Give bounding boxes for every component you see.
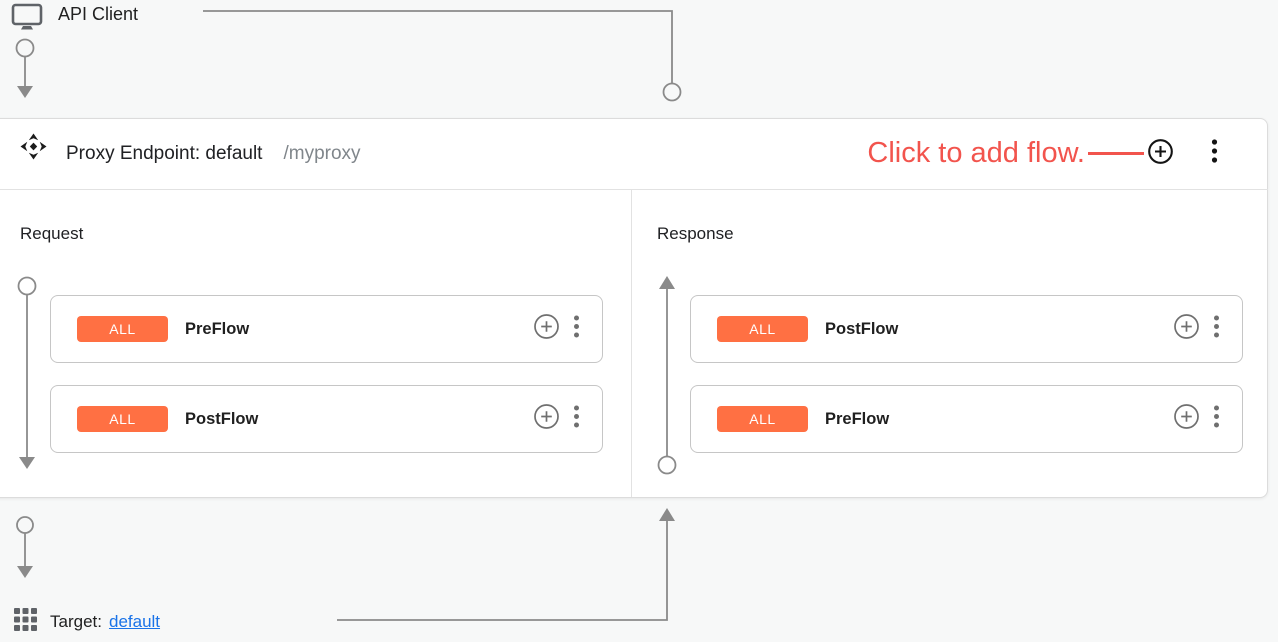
target-label: Target:	[50, 612, 102, 631]
request-response-divider	[631, 190, 632, 497]
connector-node	[16, 516, 34, 534]
header-divider	[0, 189, 1268, 190]
move-diamond-icon	[20, 133, 47, 165]
target-row: Target: default	[14, 608, 160, 636]
proxy-endpoint-path: /myproxy	[283, 142, 361, 164]
add-policy-icon[interactable]	[1173, 313, 1200, 345]
add-policy-icon[interactable]	[1173, 403, 1200, 435]
endpoint-menu-icon[interactable]	[1211, 138, 1218, 169]
annotation-pointer-line	[1088, 152, 1144, 155]
flow-label: PostFlow	[825, 319, 899, 338]
grid-icon	[14, 608, 37, 636]
condition-badge: ALL	[717, 316, 808, 342]
condition-badge: ALL	[717, 406, 808, 432]
condition-badge: ALL	[77, 316, 168, 342]
flow-menu-icon[interactable]	[573, 404, 580, 434]
arrow-down	[17, 86, 33, 98]
flow-menu-icon[interactable]	[1213, 404, 1220, 434]
proxy-endpoint-title: Proxy Endpoint: default	[66, 142, 263, 164]
add-flow-icon[interactable]	[1147, 138, 1174, 170]
flow-card-request-postflow[interactable]: ALL PostFlow	[50, 385, 603, 453]
flow-card-response-postflow[interactable]: ALL PostFlow	[690, 295, 1243, 363]
flow-menu-icon[interactable]	[1213, 314, 1220, 344]
target-default-link[interactable]: default	[108, 612, 161, 631]
flow-label: PostFlow	[185, 409, 259, 428]
proxy-endpoint-header: Proxy Endpoint: default /myproxy Click t…	[0, 118, 1268, 189]
api-client-label: API Client	[58, 4, 139, 24]
response-section-label: Response	[657, 224, 734, 243]
flow-menu-icon[interactable]	[573, 314, 580, 344]
flow-card-response-preflow[interactable]: ALL PreFlow	[690, 385, 1243, 453]
flow-card-request-preflow[interactable]: ALL PreFlow	[50, 295, 603, 363]
condition-badge: ALL	[77, 406, 168, 432]
request-section-label: Request	[20, 224, 84, 243]
arrow-up	[659, 508, 675, 521]
add-policy-icon[interactable]	[533, 403, 560, 435]
flow-label: PreFlow	[825, 409, 890, 428]
add-flow-annotation: Click to add flow.	[867, 137, 1085, 169]
flow-label: PreFlow	[185, 319, 250, 338]
arrow-down	[17, 566, 33, 578]
connector-node	[662, 82, 682, 102]
monitor-icon	[10, 2, 44, 37]
connector-node	[15, 38, 35, 58]
add-policy-icon[interactable]	[533, 313, 560, 345]
